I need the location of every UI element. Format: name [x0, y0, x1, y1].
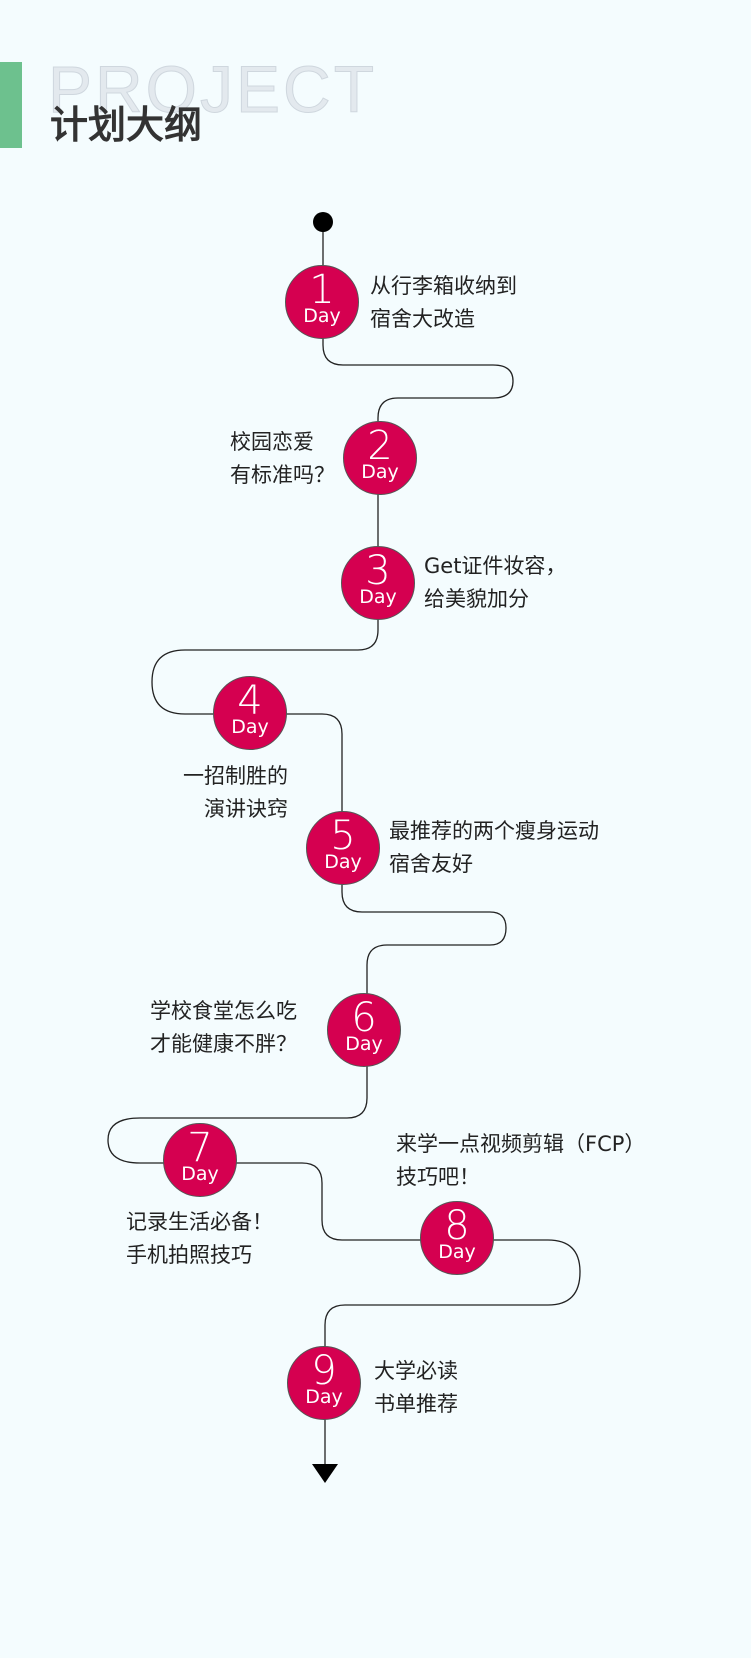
step-6-text: 学校食堂怎么吃才能健康不胖？	[150, 999, 297, 1056]
page-title: 计划大纲	[50, 103, 203, 147]
step-4-text: 一招制胜的演讲诀窍	[183, 764, 288, 821]
step-5-text: 最推荐的两个瘦身运动宿舍友好	[389, 819, 599, 876]
step-1-text: 从行李箱收纳到宿舍大改造	[370, 274, 517, 331]
accent-bar	[0, 62, 22, 148]
start-dot	[313, 212, 333, 232]
step-3-text: Get证件妆容，给美貌加分	[424, 554, 567, 611]
watermark-text: PROJECT	[47, 52, 378, 126]
step-7-text: 记录生活必备！手机拍照技巧	[126, 1210, 273, 1267]
timeline-line	[107, 222, 581, 1465]
end-arrow	[312, 1464, 338, 1483]
step-9-text: 大学必读书单推荐	[374, 1359, 458, 1416]
step-2-text: 校园恋爱有标准吗？	[230, 430, 335, 487]
step-8-text: 来学一点视频剪辑（FCP）技巧吧！	[396, 1132, 646, 1189]
